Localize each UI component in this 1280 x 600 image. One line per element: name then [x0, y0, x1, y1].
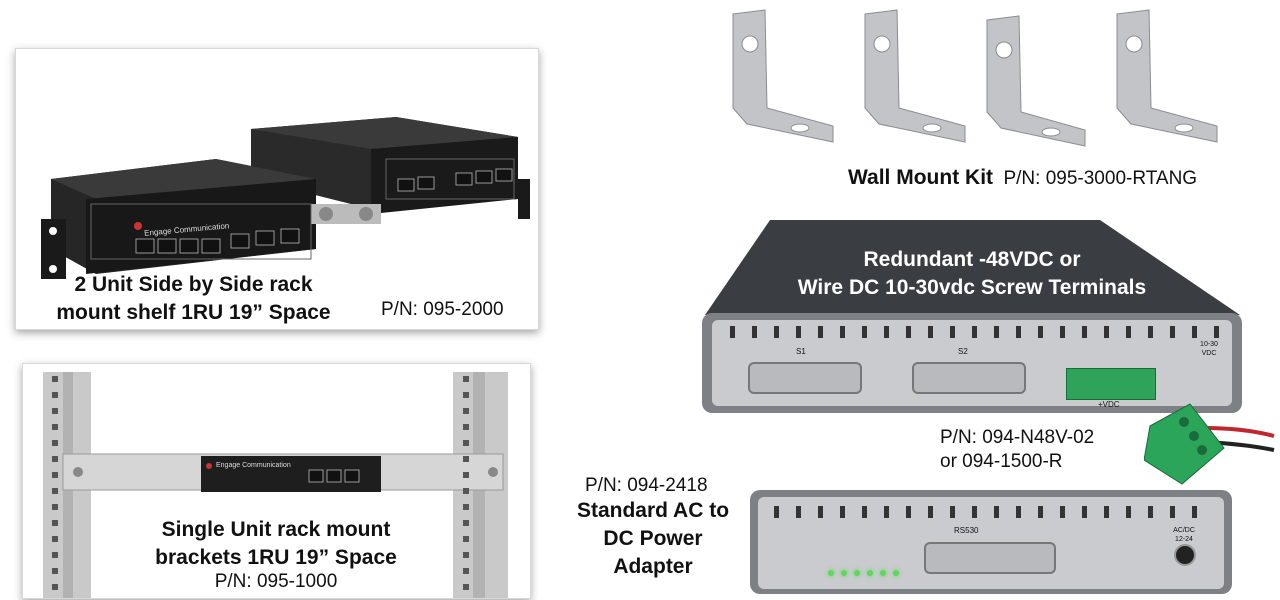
ac-adapter-title: Standard AC to DC Power Adapter: [560, 497, 746, 581]
ac-led-2: [841, 570, 847, 576]
rail-holes-right: [463, 376, 469, 596]
dc-unit-part-number-2: or 094-1500-R: [940, 451, 1063, 472]
ac-power-label: AC/DC 12-24: [1173, 527, 1195, 543]
wall-bracket-1: [732, 9, 834, 143]
ac-led-1: [828, 570, 834, 576]
single-bracket-part-number: P/N: 095-1000: [214, 571, 338, 592]
rail-holes-left: [52, 376, 58, 596]
ac-port-db25: [924, 542, 1056, 574]
ac-adapter-title-line3: Adapter: [613, 555, 693, 578]
ac-led-4: [867, 570, 873, 576]
ac-adapter-title-line1: Standard AC to: [576, 499, 730, 522]
rack-shelf-title-line1: 2 Unit Side by Side rack: [74, 273, 313, 296]
rack-shelf-image: [41, 117, 530, 279]
dc-port-s1: [748, 362, 862, 394]
dc-port-s1-label: S1: [796, 347, 806, 356]
wall-mount-title: Wall Mount Kit: [848, 166, 994, 189]
single-bracket-brand: Engage Communication: [216, 462, 291, 469]
ac-adapter-title-line2: DC Power: [603, 527, 703, 550]
dc-range-label: 10-30 VDC: [1200, 341, 1218, 357]
rack-shelf-part-number: P/N: 095-2000: [381, 299, 504, 320]
rack-shelf-card: Engage Communication 2 Unit Side by Side…: [15, 48, 539, 330]
dc-port-s2: [912, 362, 1026, 394]
dc-port-s2-label: S2: [958, 347, 968, 356]
wall-mount-caption: Wall Mount Kit P/N: 095-3000-RTANG: [848, 164, 1197, 192]
single-bracket-image: [43, 372, 508, 598]
dc-unit-part-number-1: P/N: 094-N48V-02: [940, 427, 1095, 448]
ac-adapter-part-number: P/N: 094-2418: [585, 475, 708, 496]
green-terminal-plug-image: [1144, 403, 1275, 485]
dc-unit-title-line2: Wire DC 10-30vdc Screw Terminals: [797, 276, 1147, 299]
wall-bracket-2: [864, 9, 966, 143]
ac-power-jack: [1174, 544, 1196, 566]
dc-terminal-block: [1066, 368, 1156, 400]
wall-mount-part-number: P/N: 095-3000-RTANG: [1003, 168, 1198, 189]
dc-unit-part-numbers: P/N: 094-N48V-02 or 094-1500-R: [940, 426, 1094, 474]
ac-led-5: [880, 570, 886, 576]
single-bracket-label-box: Single Unit rack mount brackets 1RU 19” …: [131, 512, 421, 596]
ac-led-6: [893, 570, 899, 576]
wall-mount-brackets-image: [732, 9, 1218, 147]
dc-terminal-label: +VDC: [1098, 400, 1120, 409]
ac-port-label: RS530: [954, 526, 979, 535]
single-bracket-title-line1: Single Unit rack mount: [161, 518, 391, 541]
single-bracket-title-line2: brackets 1RU 19” Space: [155, 546, 397, 569]
wall-bracket-4: [1116, 9, 1218, 143]
dc-unit-title-line1: Redundant -48VDC or: [863, 248, 1081, 271]
single-bracket-card: Engage Communication Single Unit rack mo…: [22, 363, 531, 599]
ac-led-3: [854, 570, 860, 576]
dc-unit-vent-slots: [730, 326, 1220, 338]
rack-shelf-title-line2: mount shelf 1RU 19” Space: [56, 301, 331, 324]
dc-unit-title: Redundant -48VDC or Wire DC 10-30vdc Scr…: [752, 246, 1192, 302]
rack-shelf-title: 2 Unit Side by Side rack mount shelf 1RU…: [21, 271, 366, 327]
ac-unit-vent-slots: [774, 506, 1214, 518]
wall-bracket-3: [986, 15, 1086, 147]
